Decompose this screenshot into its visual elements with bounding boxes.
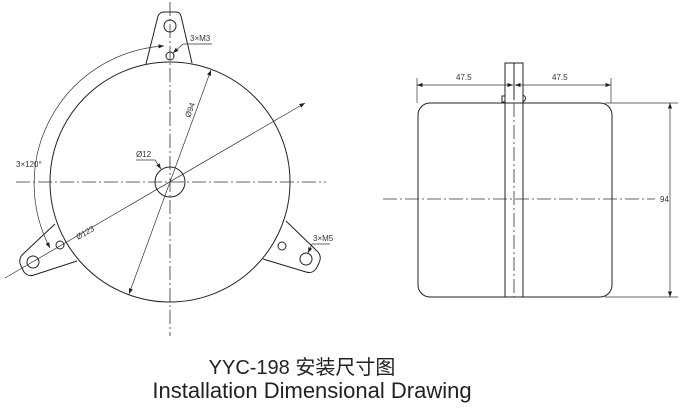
m5-hole: [26, 255, 40, 269]
m3-hole: [277, 241, 287, 251]
front-view: 3×M3 3×M5 3×120° Ø12 Ø94 Ø123: [4, 2, 334, 336]
right-width-label: 47.5: [552, 73, 568, 82]
d94-dimension-line: [128, 69, 212, 295]
m3-label: 3×M3: [190, 34, 211, 43]
m5-leader: [307, 243, 330, 254]
d12-leader: [136, 159, 162, 170]
caption-title: YYC-198 安装尺寸图: [208, 357, 396, 379]
left-width-label: 47.5: [456, 73, 472, 82]
motor-body-profile: [417, 102, 613, 298]
d12-label: Ø12: [136, 150, 152, 159]
mounting-tab-right: [262, 220, 321, 274]
caption-subtitle: Installation Dimensional Drawing: [152, 378, 472, 403]
mounting-tab-left: [19, 223, 78, 277]
angle-arc: [33, 44, 165, 249]
m3-leader: [172, 43, 212, 54]
m5-label: 3×M5: [313, 234, 334, 243]
height-label: 94: [660, 195, 669, 204]
d94-label: Ø94: [183, 101, 197, 119]
angle-label: 3×120°: [16, 160, 42, 169]
side-view: 47.5 47.5 94: [383, 62, 678, 298]
m5-hole: [299, 252, 313, 266]
shaft-key: [501, 94, 526, 103]
